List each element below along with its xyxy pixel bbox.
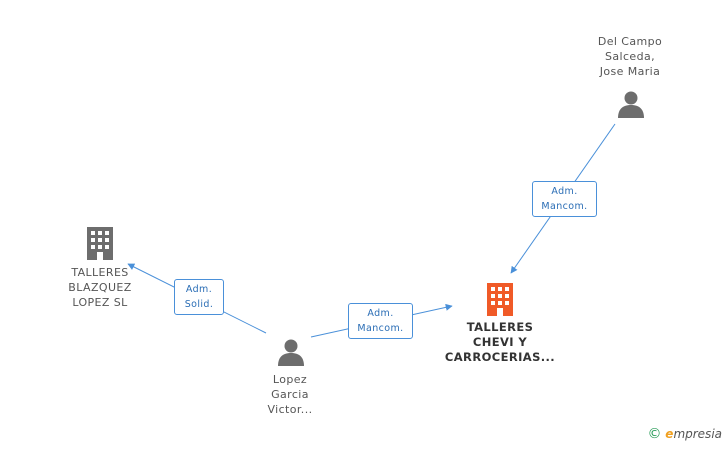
building-icon[interactable] — [87, 227, 113, 260]
node-label-line: TALLERES — [71, 266, 129, 279]
node-label-line: TALLERES — [466, 320, 534, 334]
edge-label-line: Mancom. — [357, 323, 404, 334]
edge-label-lopez-to-chevi[interactable]: Adm. Mancom. — [348, 303, 413, 339]
node-label-line: Del Campo — [597, 35, 663, 48]
person-icon[interactable] — [278, 339, 304, 367]
building-icon-highlighted[interactable] — [487, 283, 513, 316]
node-label-talleres-blazquez[interactable]: TALLERES BLAZQUEZ LOPEZ SL — [50, 265, 150, 310]
brand-initial: e — [665, 427, 674, 441]
edge-label-line: Solid. — [184, 299, 214, 310]
node-label-line: CHEVI Y — [472, 335, 528, 349]
edge-label-line: Adm. — [185, 284, 213, 295]
node-label-line: CARROCERIAS... — [444, 350, 556, 364]
node-label-line: BLAZQUEZ — [68, 281, 132, 294]
edge-label-line: Adm. — [367, 308, 394, 319]
brand-name: mpresia — [673, 427, 722, 441]
node-label-line: Garcia — [271, 388, 309, 401]
node-label-line: LOPEZ SL — [72, 296, 128, 309]
brand-footer: © empresia — [647, 426, 722, 442]
node-label-talleres-chevi[interactable]: TALLERES CHEVI Y CARROCERIAS... — [435, 320, 565, 365]
person-icon[interactable] — [618, 91, 644, 119]
node-label-line: Jose Maria — [599, 65, 661, 78]
node-label-del-campo[interactable]: Del Campo Salceda, Jose Maria — [580, 34, 680, 79]
node-label-line: Salceda, — [604, 50, 655, 63]
copyright-icon: © — [647, 426, 662, 442]
node-label-line: Lopez — [272, 373, 308, 386]
node-label-line: Victor... — [267, 403, 313, 416]
node-label-lopez-garcia[interactable]: Lopez Garcia Victor... — [240, 372, 340, 417]
edge-label-del-campo-to-chevi[interactable]: Adm. Mancom. — [532, 181, 597, 217]
edge-label-line: Adm. — [551, 186, 578, 197]
brand-logo: empresia — [665, 427, 722, 441]
edge-label-lopez-to-blazquez[interactable]: Adm. Solid. — [174, 279, 224, 315]
edge-label-line: Mancom. — [541, 201, 588, 212]
